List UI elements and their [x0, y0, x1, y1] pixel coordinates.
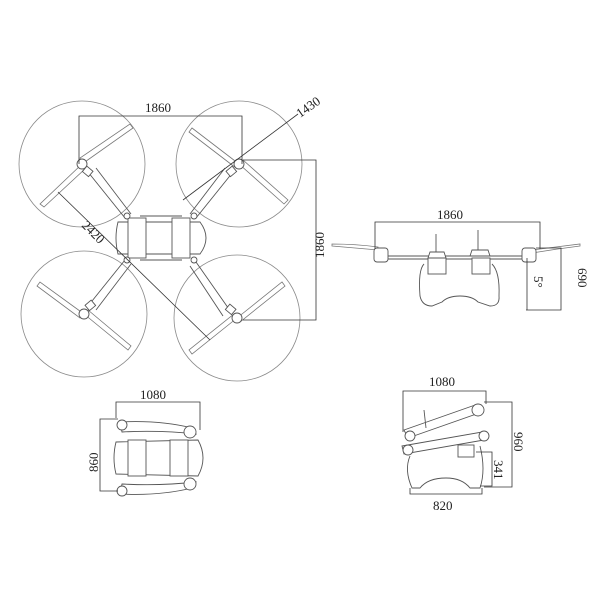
diagonal-label: 2420 [79, 218, 108, 247]
top-span-label: 1860 [145, 100, 171, 115]
side-tank-left [427, 257, 447, 275]
top-height-label: 1860 [312, 232, 327, 258]
top-view: 1860 1860 2420 1430 [18, 93, 327, 382]
motors [76, 158, 245, 324]
side-view: 1860 690 5° [331, 207, 590, 311]
side-tank-right [471, 257, 491, 275]
arms [87, 167, 234, 317]
folded-gear-height-label: 341 [491, 460, 506, 480]
prop-circle-front-right [175, 100, 303, 228]
folded-top-view: 1080 860 [86, 387, 204, 497]
propeller-blades [36, 123, 289, 355]
side-landing-gear [419, 263, 500, 307]
prop-diameter-line [182, 113, 299, 201]
top-view-dimensions [57, 113, 317, 341]
folded-side-height-label: 960 [511, 432, 526, 452]
prop-diameter-label: 1430 [293, 93, 323, 120]
side-motor-right [521, 247, 537, 263]
side-width-label: 1860 [437, 207, 463, 222]
side-angle-label: 5° [531, 276, 546, 288]
diagonal-dimension-line [57, 191, 211, 341]
folded-landing-gear [407, 445, 484, 489]
folded-top-height-label: 860 [86, 453, 101, 473]
folded-top-width-label: 1080 [140, 387, 166, 402]
folded-gear-width-label: 820 [433, 498, 453, 513]
prop-circle-rear-right [173, 254, 301, 382]
drone-body-top [115, 212, 207, 264]
side-height-label: 690 [575, 268, 590, 288]
folded-side-width-label: 1080 [429, 374, 455, 389]
side-motor-left [373, 247, 389, 263]
prop-circle-front-left [18, 100, 146, 228]
prop-circle-rear-left [20, 250, 148, 378]
folded-side-view: 1080 960 341 820 [401, 374, 526, 513]
